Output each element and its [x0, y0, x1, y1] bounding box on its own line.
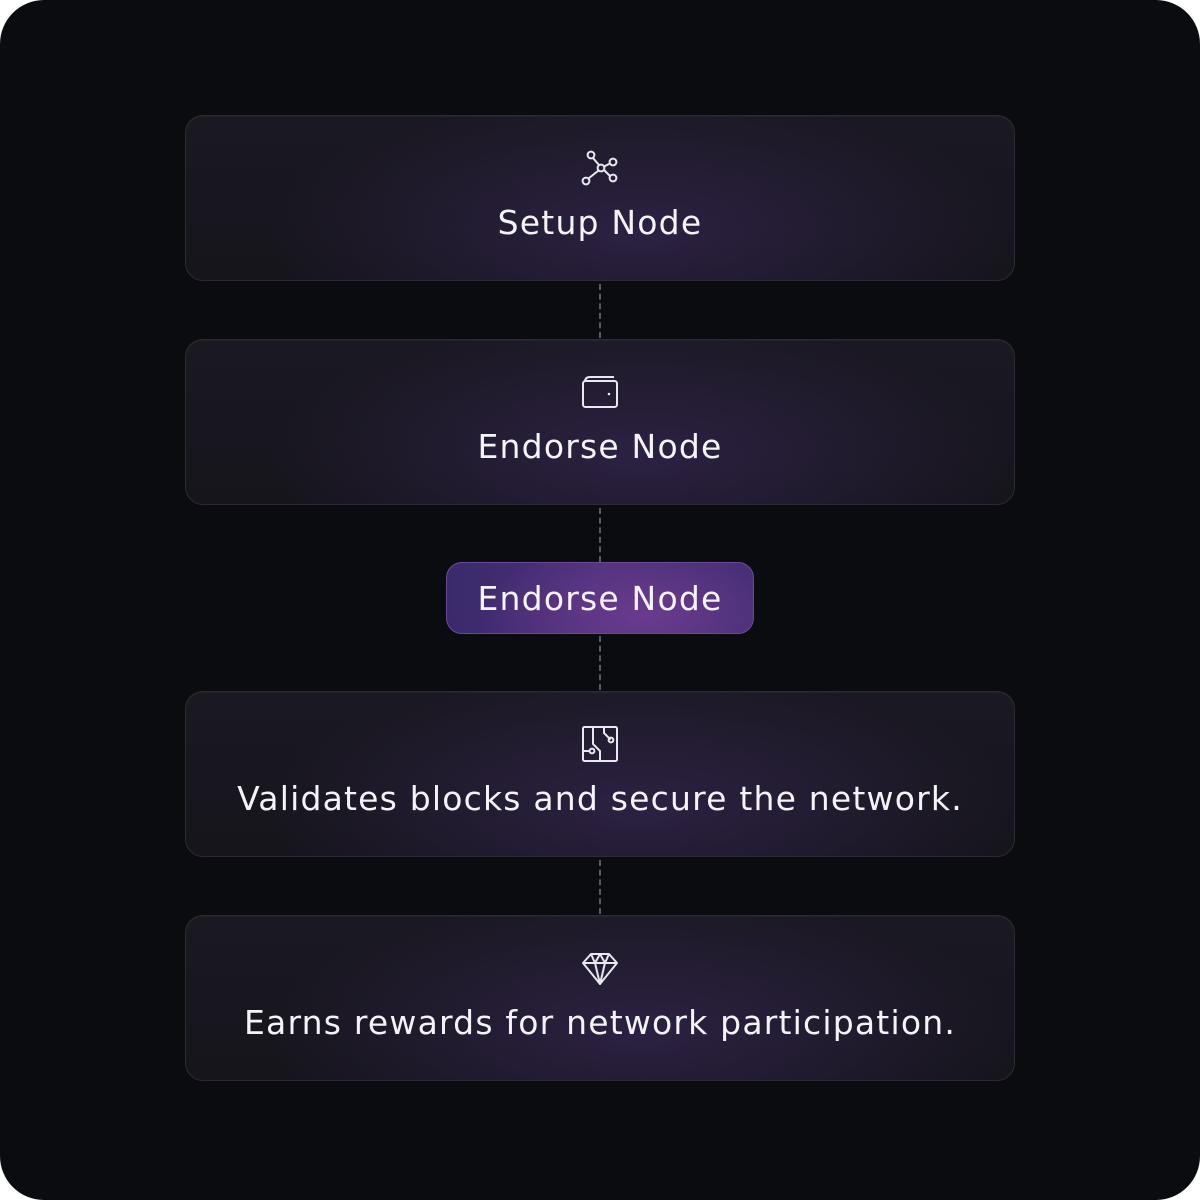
step-card-endorse-node: Endorse Node	[185, 339, 1015, 505]
network-nodes-icon	[580, 148, 620, 188]
circuit-board-icon	[580, 724, 620, 764]
step-label: Earns rewards for network participation.	[243, 1003, 957, 1042]
step-label: Validates blocks and secure the network.	[237, 779, 963, 818]
connector-line	[599, 636, 601, 690]
diamond-icon	[580, 948, 620, 988]
step-label: Endorse Node	[477, 427, 723, 466]
step-label: Setup Node	[497, 203, 703, 242]
step-card-setup-node: Setup Node	[185, 115, 1015, 281]
connector-line	[599, 508, 601, 562]
step-card-earns-rewards: Earns rewards for network participation.	[185, 915, 1015, 1081]
step-card-validates-blocks: Validates blocks and secure the network.	[185, 691, 1015, 857]
connector-line	[599, 284, 601, 338]
wallet-icon	[580, 372, 620, 412]
connector-line	[599, 860, 601, 914]
endorse-node-button[interactable]: Endorse Node	[446, 562, 754, 634]
